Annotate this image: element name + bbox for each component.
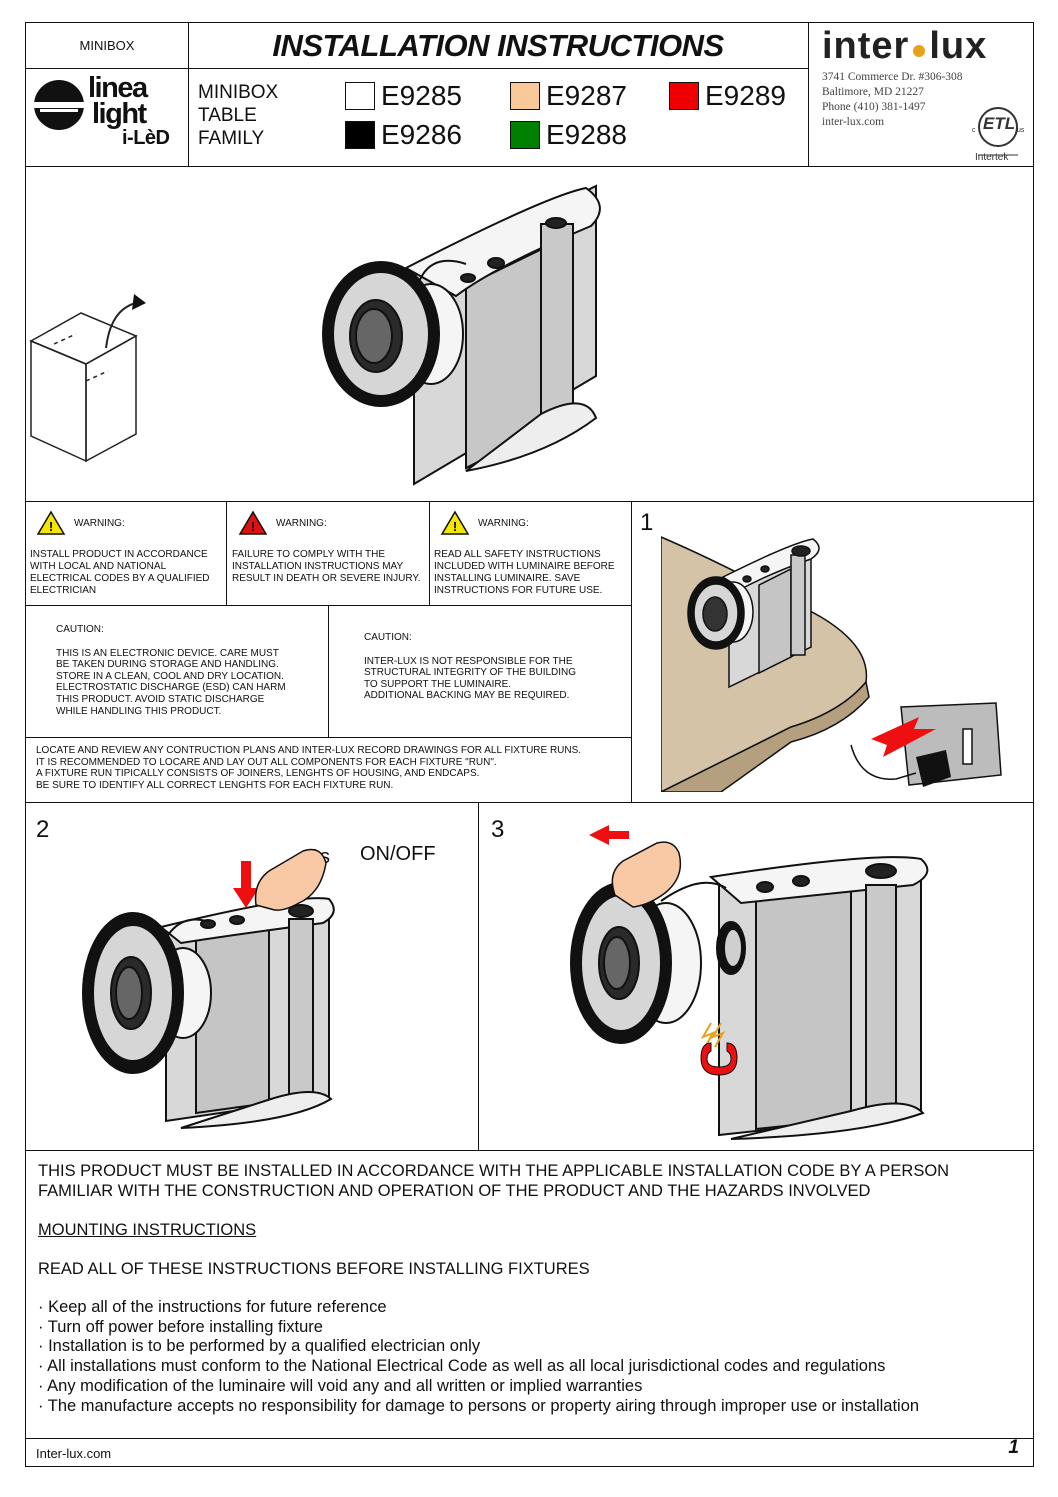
logo-line-2: light (92, 98, 147, 130)
swatch-e9286: E9286 (345, 119, 462, 151)
list-item: · The manufacture accepts no responsibil… (38, 1396, 920, 1415)
swatch-e9288: E9288 (510, 119, 627, 151)
warning-cell-2: ! WARNING: FAILURE TO COMPLY WITH THE IN… (228, 501, 428, 605)
step-1-illustration (660, 507, 1031, 794)
magnet-icon (700, 1042, 738, 1076)
instruction-sheet: MINIBOX INSTALLATION INSTRUCTIONS linea … (25, 22, 1034, 1467)
step-number-2: 2 (36, 816, 50, 843)
hero-fixture-icon (322, 184, 601, 486)
step-3-fixture-icon (570, 856, 929, 1140)
warning-triangle-icon: ! (440, 510, 470, 535)
caution-structural: CAUTION: INTER-LUX IS NOT RESPONSIBLE FO… (364, 632, 577, 702)
hand-icon (254, 848, 327, 911)
hand-icon (611, 841, 682, 908)
logo-line-3: i-LèD (122, 127, 170, 149)
logo-line-1: linea (88, 72, 148, 104)
package-box-icon (29, 301, 142, 463)
hero-illustration (26, 166, 1035, 501)
swatch-e9289: E9289 (669, 80, 786, 112)
swatch-e9285: E9285 (345, 80, 462, 112)
step-3-illustration (561, 813, 1031, 1148)
step-number-1: 1 (640, 509, 654, 536)
list-item: · Turn off power before installing fixtu… (38, 1317, 323, 1336)
brand-dot-icon (913, 44, 926, 57)
intro-text: THIS PRODUCT MUST BE INSTALLED IN ACCORD… (38, 1162, 950, 1200)
page-number: 1 (1008, 1437, 1019, 1458)
press-arrow-icon (233, 861, 259, 908)
plug-icon (916, 750, 951, 787)
planning-note: LOCATE AND REVIEW ANY CONTRUCTION PLANS … (36, 745, 582, 791)
swatch-e9287: E9287 (510, 80, 627, 112)
svg-text:!: ! (49, 519, 53, 534)
read-all-text: READ ALL OF THESE INSTRUCTIONS BEFORE IN… (38, 1260, 590, 1278)
bullet-list: · Keep all of the instructions for futur… (38, 1298, 1028, 1416)
list-item: · Installation is to be performed by a q… (38, 1337, 481, 1356)
list-item: · Any modification of the luminaire will… (38, 1376, 643, 1395)
list-item: · Keep all of the instructions for futur… (38, 1298, 387, 1316)
etl-cert-icon: ETL c us Intertek (972, 103, 1024, 163)
warning-cell-1: ! WARNING: INSTALL PRODUCT IN ACCORDANCE… (26, 501, 226, 605)
step-1-fixture-icon (687, 538, 820, 689)
model-label: MINIBOX (79, 38, 135, 53)
caution-esd: CAUTION: THIS IS AN ELECTRONIC DEVICE. C… (56, 624, 286, 717)
arrow-right-icon (871, 717, 936, 757)
warning-cell-3: ! WARNING: READ ALL SAFETY INSTRUCTIONS … (430, 501, 630, 605)
svg-text:!: ! (251, 519, 255, 534)
step-2-illustration (71, 823, 401, 1153)
linea-light-logo: linea light i-LèD (26, 68, 188, 166)
step-number-3: 3 (491, 816, 505, 843)
danger-triangle-icon: ! (238, 510, 268, 535)
warning-triangle-icon: ! (36, 510, 66, 535)
svg-text:!: ! (453, 519, 457, 534)
footer-site: Inter-lux.com (36, 1446, 112, 1461)
list-item: · All installations must conform to the … (38, 1357, 886, 1376)
mounting-title: MOUNTING INSTRUCTIONS (38, 1221, 257, 1239)
onoff-label: ON/OFF (360, 843, 436, 865)
brand-address: 3741 Commerce Dr. #306-308 Baltimore, MD… (822, 71, 963, 128)
body-text: THIS PRODUCT MUST BE INSTALLED IN ACCORD… (38, 1161, 1028, 1416)
step-2-fixture-icon (82, 897, 335, 1129)
product-family: MINIBOX TABLE FAMILY (198, 82, 279, 149)
page-title: INSTALLATION INSTRUCTIONS (272, 27, 724, 63)
arrow-left-icon (589, 825, 629, 845)
